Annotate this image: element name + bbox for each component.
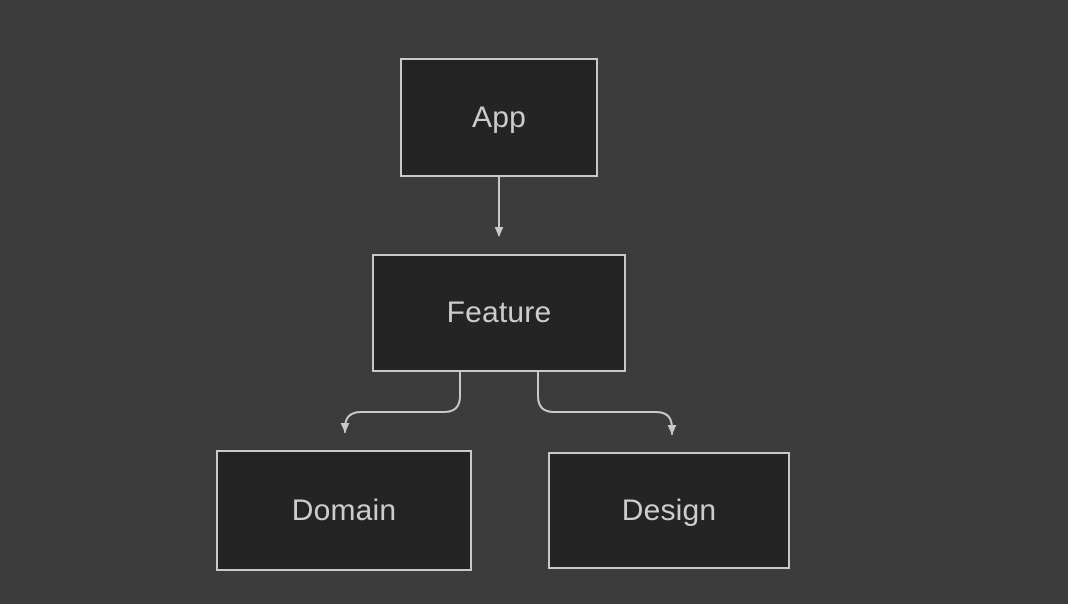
edge-feature-to-design [537,371,677,435]
node-feature-label: Feature [446,296,552,329]
node-domain[interactable]: Domain [216,450,472,571]
node-design[interactable]: Design [548,452,790,569]
node-app[interactable]: App [400,58,598,177]
node-domain-label: Domain [291,493,397,527]
edge-feature-to-domain [340,371,461,433]
node-feature[interactable]: Feature [372,254,626,372]
node-design-label: Design [621,493,717,527]
node-app-label: App [472,100,526,134]
